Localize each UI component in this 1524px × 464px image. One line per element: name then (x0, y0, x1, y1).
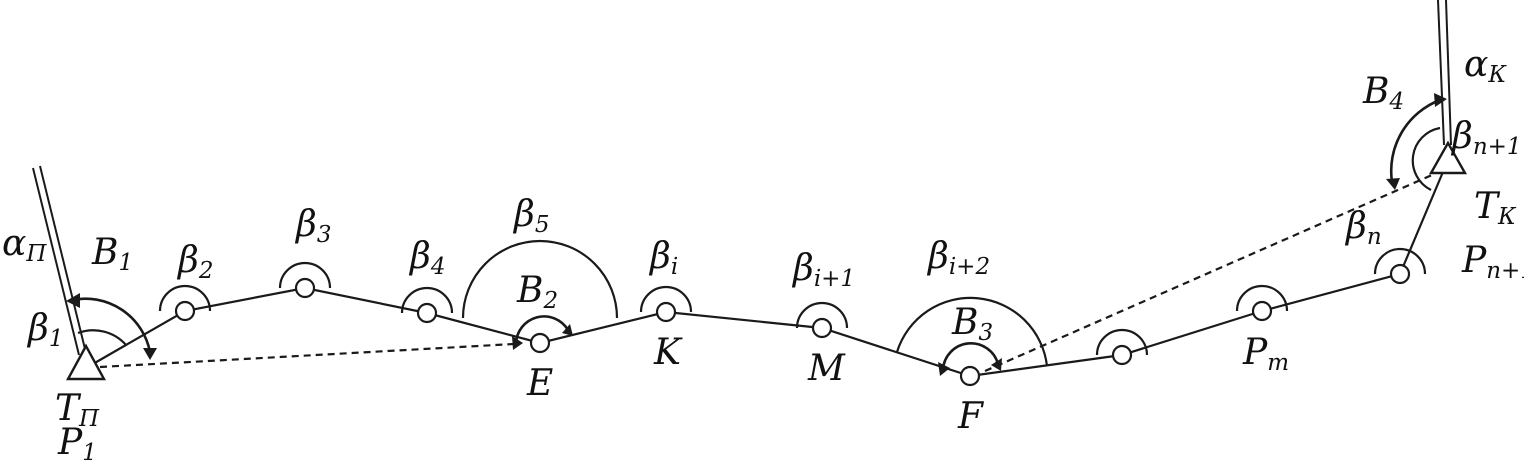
label-alpha-start: αП (2, 223, 47, 267)
azimuth-start-line (32, 165, 87, 356)
label-beta1: β1 (26, 308, 63, 352)
station-3-marker (294, 277, 316, 299)
angle-arc-beta-n1 (1411, 126, 1441, 191)
label-T-start: TП (55, 388, 100, 432)
arrow-arc-B2 (512, 315, 573, 350)
label-alpha-end: αК (1464, 44, 1507, 88)
traverse-polyline (85, 159, 1450, 378)
label-beta3: β3 (294, 204, 331, 248)
label-F: F (957, 396, 985, 437)
label-E: E (526, 363, 553, 404)
label-beta2: β2 (176, 240, 213, 284)
label-P-1: P1 (57, 422, 97, 464)
dashed-line-F-end (984, 173, 1433, 373)
label-P-m: Pm (1242, 332, 1289, 376)
label-K: K (653, 332, 683, 373)
arrow-arc-B1 (66, 293, 157, 360)
angle-arc-station3 (278, 261, 332, 289)
arrow-arc-B3 (938, 342, 1002, 376)
label-B2: B2 (516, 270, 558, 314)
angle-arc-station4 (400, 286, 454, 314)
label-B1: B1 (91, 232, 133, 276)
station-n-marker (1389, 263, 1411, 285)
label-beta-n1: βn+1 (1450, 116, 1522, 160)
label-B3: B3 (951, 302, 993, 346)
angle-arc-Pm (1235, 284, 1289, 312)
angle-arc-station2 (158, 284, 212, 312)
angle-arc-K (639, 285, 693, 313)
angle-arc-M (795, 301, 849, 329)
label-beta-i2: βi+2 (926, 236, 990, 280)
station-F-marker (959, 365, 981, 387)
label-M: M (807, 348, 846, 389)
control-point-end-triangle (1428, 140, 1468, 175)
label-beta-i: βi (648, 236, 678, 280)
station-M-marker (811, 317, 833, 339)
angle-arc-beta-i2 (895, 296, 1049, 367)
angle-arc-beta5 (461, 239, 619, 319)
station-4-marker (416, 302, 438, 324)
station-K-marker (655, 301, 677, 323)
label-beta4: β4 (408, 236, 445, 280)
label-beta5: β5 (512, 194, 549, 238)
label-B4: B4 (1362, 71, 1404, 115)
angle-arc-station-before-Pm (1095, 328, 1149, 356)
angle-arc-beta-n (1373, 247, 1427, 275)
label-T-end: TК (1474, 186, 1517, 230)
control-point-start-triangle (65, 343, 107, 381)
arrow-arc-B4 (1386, 93, 1447, 190)
station-Pm-marker (1251, 300, 1273, 322)
label-beta-n: βn (1344, 206, 1382, 250)
label-P-n1: Pn+1 (1461, 240, 1524, 284)
angle-arc-beta1 (77, 329, 127, 346)
station-2-marker (174, 300, 196, 322)
label-beta-i1: βi+1 (791, 248, 855, 292)
dashed-line-start-E (99, 342, 515, 369)
station-E-marker (529, 332, 551, 354)
station-before-Pm-marker (1111, 344, 1133, 366)
azimuth-end-line (1437, 0, 1452, 146)
